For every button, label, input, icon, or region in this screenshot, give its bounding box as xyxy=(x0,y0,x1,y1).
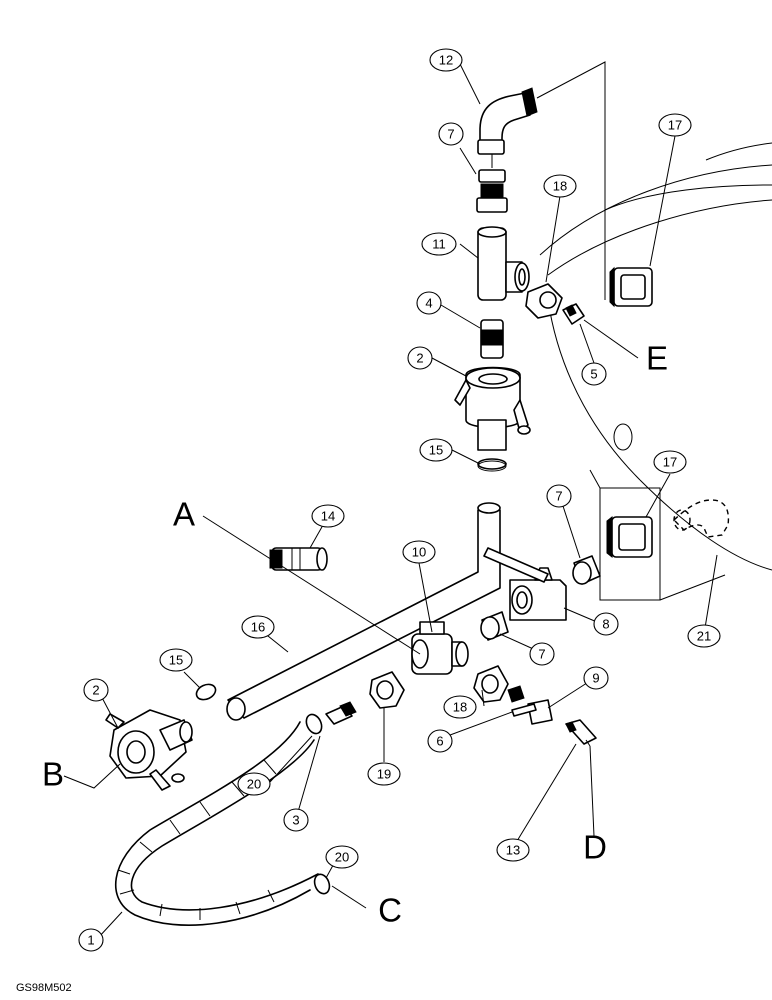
callout-17-upper: 17 xyxy=(658,113,692,137)
coupler-2-lower xyxy=(105,709,193,791)
callout-7-top: 7 xyxy=(438,122,464,146)
fitting-7-right xyxy=(572,555,601,585)
svg-text:12: 12 xyxy=(439,53,453,68)
label-C: C xyxy=(378,892,402,929)
nipple-4 xyxy=(480,319,504,359)
svg-text:1: 1 xyxy=(87,933,94,948)
svg-text:8: 8 xyxy=(602,617,609,632)
callout-7-right: 7 xyxy=(546,484,572,508)
svg-text:13: 13 xyxy=(506,843,520,858)
pipe-16 xyxy=(226,502,501,721)
callout-2-lower: 2 xyxy=(83,678,109,702)
label-D: D xyxy=(583,829,607,866)
svg-text:17: 17 xyxy=(668,118,682,133)
callout-21: 21 xyxy=(687,624,721,648)
svg-text:11: 11 xyxy=(432,237,446,252)
svg-text:7: 7 xyxy=(447,127,454,142)
callout-9: 9 xyxy=(583,666,609,690)
callout-4: 4 xyxy=(416,291,442,315)
bushing-18-lower xyxy=(473,665,509,703)
svg-text:10: 10 xyxy=(412,545,426,560)
callout-16: 16 xyxy=(241,615,275,639)
callout-6: 6 xyxy=(427,729,453,753)
callout-15-upper: 15 xyxy=(419,438,453,462)
svg-text:2: 2 xyxy=(416,351,423,366)
svg-text:18: 18 xyxy=(553,179,567,194)
callout-5: 5 xyxy=(581,362,607,386)
svg-text:20: 20 xyxy=(335,850,349,865)
callout-14: 14 xyxy=(311,504,345,528)
barb-13 xyxy=(565,719,597,747)
callout-1: 1 xyxy=(78,928,104,952)
bushing-18-upper xyxy=(525,283,563,319)
svg-text:6: 6 xyxy=(436,734,443,749)
nipple-14 xyxy=(269,547,328,571)
callout-12: 12 xyxy=(429,48,463,72)
coupler-2-upper xyxy=(454,366,531,451)
plug-6 xyxy=(507,685,525,703)
svg-text:21: 21 xyxy=(697,629,711,644)
callout-20-upper: 20 xyxy=(237,772,271,796)
callout-8: 8 xyxy=(593,612,619,636)
elbow-21 xyxy=(672,499,730,538)
bushing-19 xyxy=(369,671,405,709)
svg-text:16: 16 xyxy=(251,620,265,635)
svg-text:18: 18 xyxy=(453,700,467,715)
callout-18-lower: 18 xyxy=(443,695,477,719)
svg-text:3: 3 xyxy=(292,813,299,828)
leader-lines xyxy=(63,59,718,939)
elbow-12 xyxy=(477,87,538,155)
svg-text:15: 15 xyxy=(169,653,183,668)
callout-10: 10 xyxy=(402,540,436,564)
plate-17-lower xyxy=(606,515,653,559)
label-E: E xyxy=(646,340,668,377)
plug-5 xyxy=(562,303,585,325)
svg-text:2: 2 xyxy=(92,683,99,698)
svg-text:4: 4 xyxy=(425,296,432,311)
callout-11: 11 xyxy=(421,232,457,256)
svg-text:20: 20 xyxy=(247,777,261,792)
callout-2-upper: 2 xyxy=(407,346,433,370)
fitting-7-top xyxy=(476,154,508,213)
svg-text:7: 7 xyxy=(538,647,545,662)
clamp-20-upper xyxy=(305,713,323,735)
svg-text:9: 9 xyxy=(592,671,599,686)
callout-3: 3 xyxy=(283,808,309,832)
cross-10 xyxy=(411,621,469,675)
callout-18-upper: 18 xyxy=(543,174,577,198)
tank-outline xyxy=(536,61,772,601)
label-A: A xyxy=(173,496,195,533)
callout-13: 13 xyxy=(496,838,530,862)
callout-15-lower: 15 xyxy=(159,648,193,672)
plate-17-upper xyxy=(609,266,653,308)
clamp-15-lower xyxy=(195,683,217,701)
valve-8 xyxy=(483,547,567,621)
svg-text:14: 14 xyxy=(321,509,335,524)
fitting-7-lower xyxy=(480,611,509,641)
svg-text:19: 19 xyxy=(377,767,391,782)
svg-text:5: 5 xyxy=(590,367,597,382)
callout-7-lower: 7 xyxy=(529,642,555,666)
callout-19: 19 xyxy=(367,762,401,786)
figure-id: GS98M502 xyxy=(16,982,72,994)
clamp-20-lower xyxy=(313,873,331,895)
svg-text:15: 15 xyxy=(429,443,443,458)
barb-3 xyxy=(325,701,357,725)
callout-20-lower: 20 xyxy=(325,845,359,869)
drain-valve-9 xyxy=(511,699,553,725)
clamp-15-upper xyxy=(477,458,507,472)
label-B: B xyxy=(42,756,64,793)
svg-text:7: 7 xyxy=(555,489,562,504)
callout-17-lower: 17 xyxy=(653,450,687,474)
tee-11 xyxy=(477,226,530,301)
svg-text:17: 17 xyxy=(663,455,677,470)
